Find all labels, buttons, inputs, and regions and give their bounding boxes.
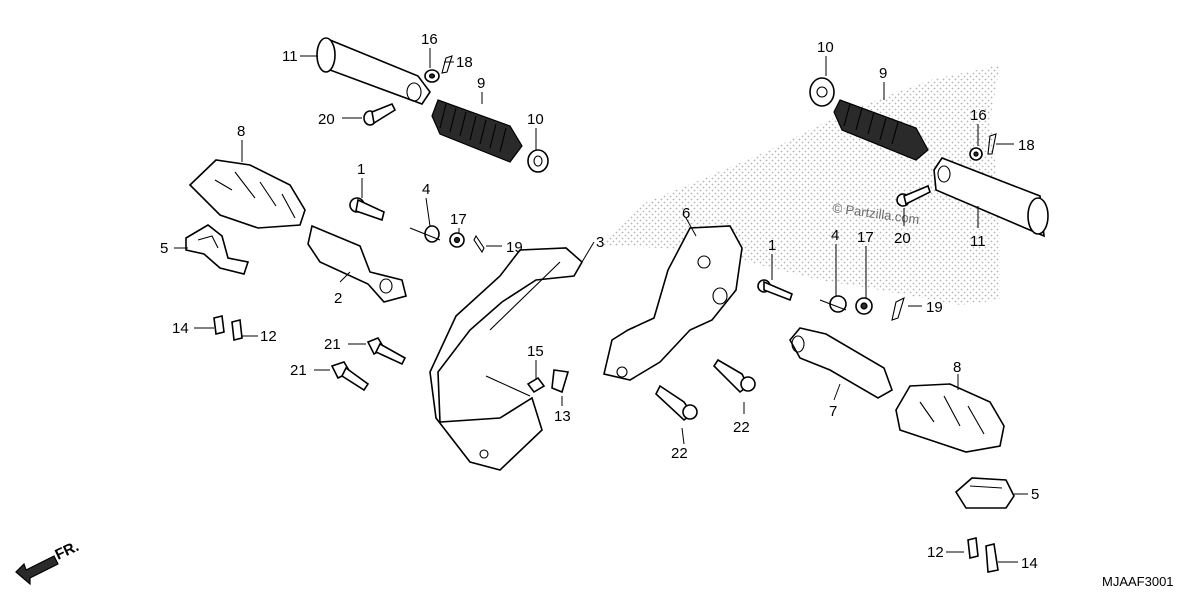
left-step-bar-2 bbox=[307, 224, 407, 303]
left-bolt-21a bbox=[366, 337, 407, 366]
right-screw-14 bbox=[985, 543, 999, 573]
callout-19-right: 19 bbox=[926, 299, 943, 316]
left-washer-17 bbox=[449, 232, 465, 248]
callout-14-left: 14 bbox=[172, 320, 189, 337]
left-rubber-footpeg-8 bbox=[188, 159, 306, 229]
callout-16-left: 16 bbox=[421, 31, 438, 48]
right-passenger-step-peg bbox=[933, 157, 1049, 238]
callout-20-left: 20 bbox=[318, 111, 335, 128]
left-screw-12 bbox=[231, 319, 243, 341]
callout-21a-left: 21 bbox=[324, 336, 341, 353]
callout-15-left: 15 bbox=[527, 343, 544, 360]
left-bolt-13 bbox=[551, 369, 570, 394]
callout-8-right: 8 bbox=[953, 359, 961, 376]
callout-11-left: 11 bbox=[282, 48, 298, 65]
right-washer-16 bbox=[969, 147, 983, 161]
right-pin-1 bbox=[757, 279, 793, 302]
callout-19-left: 19 bbox=[506, 239, 523, 256]
callout-12-right: 12 bbox=[927, 544, 944, 561]
right-washer-10 bbox=[809, 77, 835, 107]
callout-9-right: 9 bbox=[879, 65, 887, 82]
left-cotter-19 bbox=[473, 234, 485, 254]
callout-10-left: 10 bbox=[527, 111, 544, 128]
callout-2-left: 2 bbox=[334, 290, 342, 307]
right-screw-12 bbox=[967, 537, 979, 559]
callout-22b-right: 22 bbox=[671, 445, 688, 462]
right-bolt-22a bbox=[712, 358, 756, 394]
callout-11-right: 11 bbox=[970, 233, 986, 250]
left-bolt-21b bbox=[330, 361, 370, 392]
right-cotter-18 bbox=[987, 133, 997, 155]
right-rubber-9 bbox=[833, 99, 929, 161]
right-bolt-22b bbox=[655, 384, 698, 422]
callout-18-left: 18 bbox=[456, 54, 473, 71]
left-cotter-pin-18 bbox=[441, 55, 453, 74]
left-nut-15 bbox=[526, 376, 546, 394]
callout-3-left: 3 bbox=[596, 234, 604, 251]
callout-7-right: 7 bbox=[829, 403, 837, 420]
callout-5-right: 5 bbox=[1031, 486, 1039, 503]
left-holder-5 bbox=[185, 224, 250, 275]
callout-14-right: 14 bbox=[1021, 555, 1038, 572]
left-pin-20 bbox=[363, 102, 397, 126]
left-screw-14 bbox=[213, 315, 225, 335]
direction-label: FR. bbox=[53, 538, 82, 564]
left-bracket-3 bbox=[429, 247, 584, 471]
callout-10-right: 10 bbox=[817, 39, 834, 56]
callout-4-left: 4 bbox=[422, 181, 430, 198]
right-cotter-19 bbox=[891, 296, 905, 321]
right-holder-5 bbox=[954, 477, 1015, 509]
callout-18-right: 18 bbox=[1018, 137, 1035, 154]
left-pin-1 bbox=[349, 197, 385, 222]
diagram-code: MJAAF3001 bbox=[1102, 574, 1174, 589]
callout-12-left: 12 bbox=[260, 328, 277, 345]
callout-6-right: 6 bbox=[682, 205, 690, 222]
callout-21b-left: 21 bbox=[290, 362, 307, 379]
left-spring-4 bbox=[409, 225, 441, 243]
callout-17-left: 17 bbox=[450, 211, 467, 228]
right-bracket-6 bbox=[603, 225, 743, 381]
callout-9-left: 9 bbox=[477, 75, 485, 92]
callout-13-left: 13 bbox=[554, 408, 571, 425]
front-direction-arrow-icon bbox=[15, 555, 59, 586]
right-pin-20 bbox=[896, 184, 931, 207]
callout-20-right: 20 bbox=[894, 230, 911, 247]
callout-1-left: 1 bbox=[357, 161, 365, 178]
callout-4-right: 4 bbox=[831, 227, 839, 244]
left-rubber-9 bbox=[431, 99, 523, 163]
callout-1-right: 1 bbox=[768, 237, 776, 254]
callout-17-right: 17 bbox=[857, 229, 874, 246]
right-spring-4 bbox=[819, 295, 847, 313]
callout-22a-right: 22 bbox=[733, 419, 750, 436]
right-washer-17 bbox=[855, 297, 873, 315]
right-rubber-footpeg-8 bbox=[895, 383, 1005, 453]
right-step-bar-7 bbox=[789, 327, 893, 399]
callout-8-left: 8 bbox=[237, 123, 245, 140]
leader-lines bbox=[174, 48, 1028, 563]
callout-5-left: 5 bbox=[160, 240, 168, 257]
left-passenger-step-peg bbox=[316, 37, 431, 105]
left-washer-10 bbox=[527, 149, 549, 173]
callout-16-right: 16 bbox=[970, 107, 987, 124]
left-washer-16 bbox=[424, 69, 440, 83]
